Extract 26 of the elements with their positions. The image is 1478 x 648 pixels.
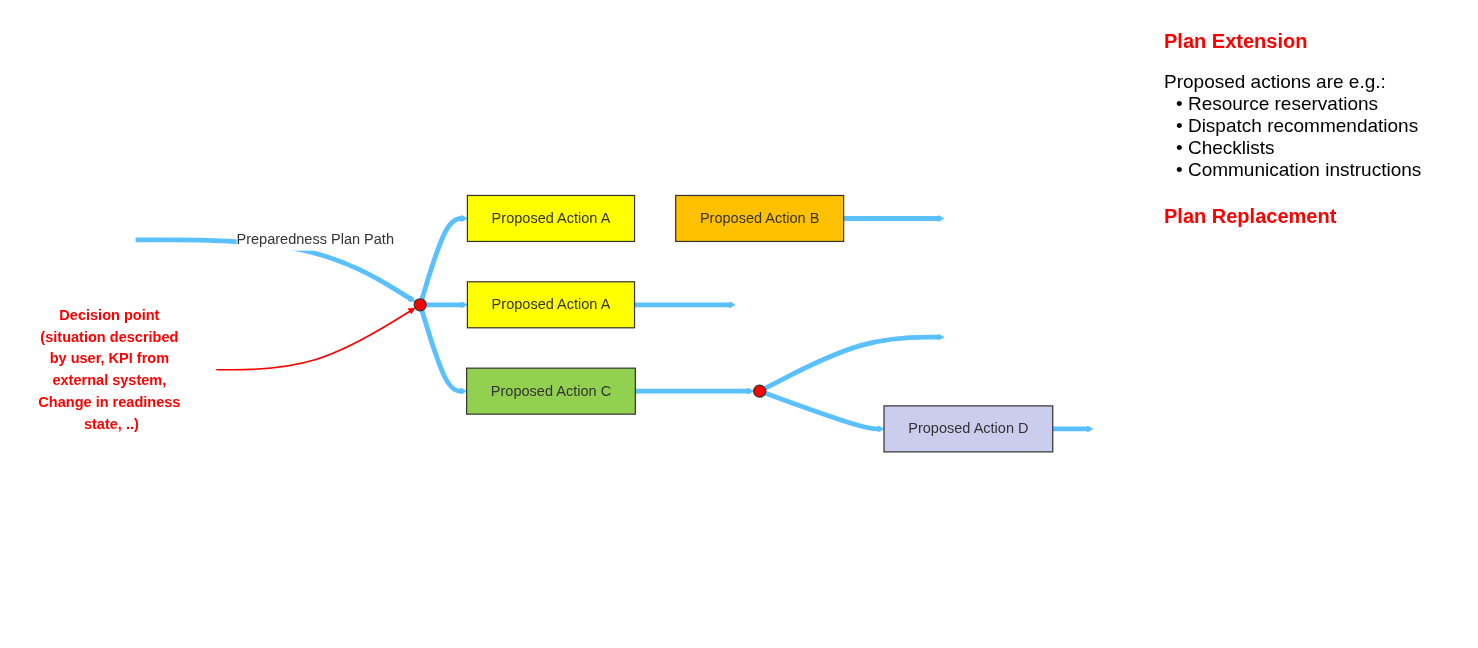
arrow <box>635 387 754 396</box>
note-text: Proposed actions are e.g.: <box>1164 71 1386 93</box>
arrow <box>426 301 468 309</box>
node-circle <box>413 298 427 312</box>
node-text: Decision point (situation described by user, KPI from external system, Change in readiness state, ..) <box>38 307 181 433</box>
arrow <box>419 310 467 396</box>
group-heading: Plan Extension <box>1164 30 1308 53</box>
group-heading: Plan Replacement <box>1164 205 1337 228</box>
arrow <box>634 301 736 309</box>
arrow <box>763 333 945 391</box>
arrow <box>1052 425 1094 433</box>
arrow <box>419 215 468 301</box>
node-box: Proposed Action A <box>466 195 636 243</box>
node-box: Proposed Action B <box>675 195 845 243</box>
list-item: • Communication instructions <box>1175 159 1422 181</box>
node-box: Proposed Action A <box>466 281 636 329</box>
arrow <box>843 215 945 223</box>
list-item: • Resource reservations <box>1175 93 1378 115</box>
arrow <box>215 308 416 371</box>
list-item: • Dispatch recommendations <box>1175 115 1419 137</box>
node-circle <box>753 384 767 399</box>
arrow <box>764 391 885 433</box>
node-box: Proposed Action D <box>883 405 1054 453</box>
list-item: • Checklists <box>1175 137 1275 159</box>
edge-label: Preparedness Plan Path <box>236 231 394 248</box>
node-box: Proposed Action C <box>466 367 636 416</box>
